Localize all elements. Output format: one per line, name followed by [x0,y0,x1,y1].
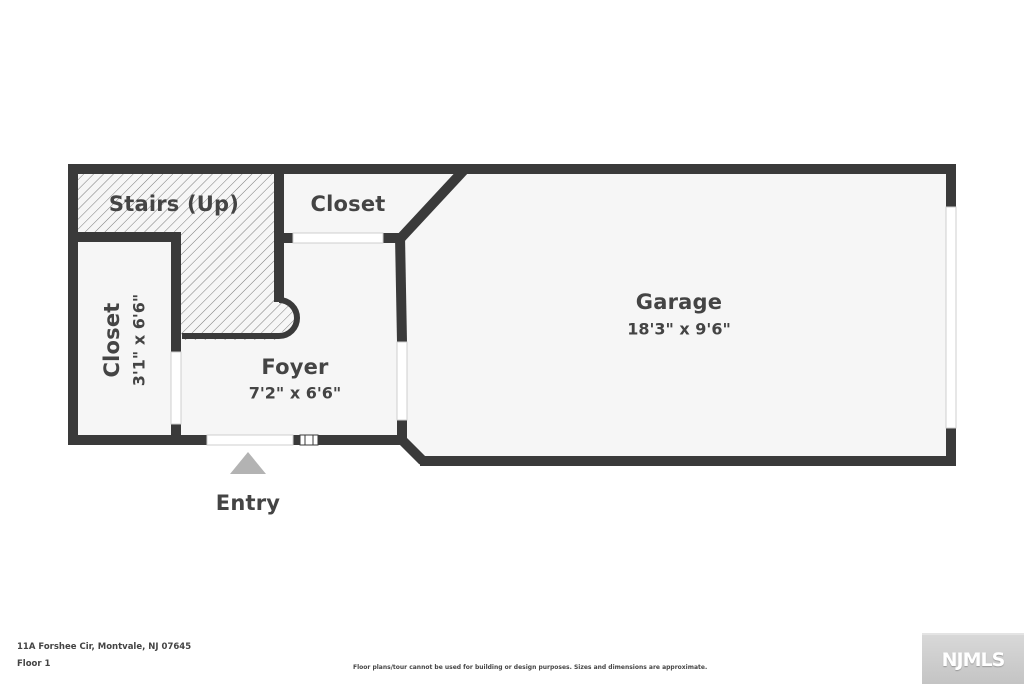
triangle-up-icon [230,452,266,474]
room-label-garage: Garage [635,290,723,314]
room-label-stairs: Stairs (Up) [108,192,240,216]
stairs-hatch [74,170,295,340]
njmls-logo: NJMLS [922,633,1024,684]
room-dims-garage: 18'3" x 9'6" [627,319,731,339]
openings [170,206,957,446]
floor-label: Floor 1 [17,659,51,669]
room-dims-closet-left: 3'1" x 6'6" [129,293,149,387]
disclaimer-text: Floor plans/tour cannot be used for buil… [353,664,708,671]
entry-label: Entry [215,491,281,515]
room-label-closet-top: Closet [310,192,386,216]
room-dims-foyer: 7'2" x 6'6" [248,383,342,403]
room-label-foyer: Foyer [261,355,329,379]
address-text: 11A Forshee Cir, Montvale, NJ 07645 [17,642,192,652]
room-label-closet-left: Closet [100,302,124,378]
logo-text: NJMLS [941,648,1006,671]
